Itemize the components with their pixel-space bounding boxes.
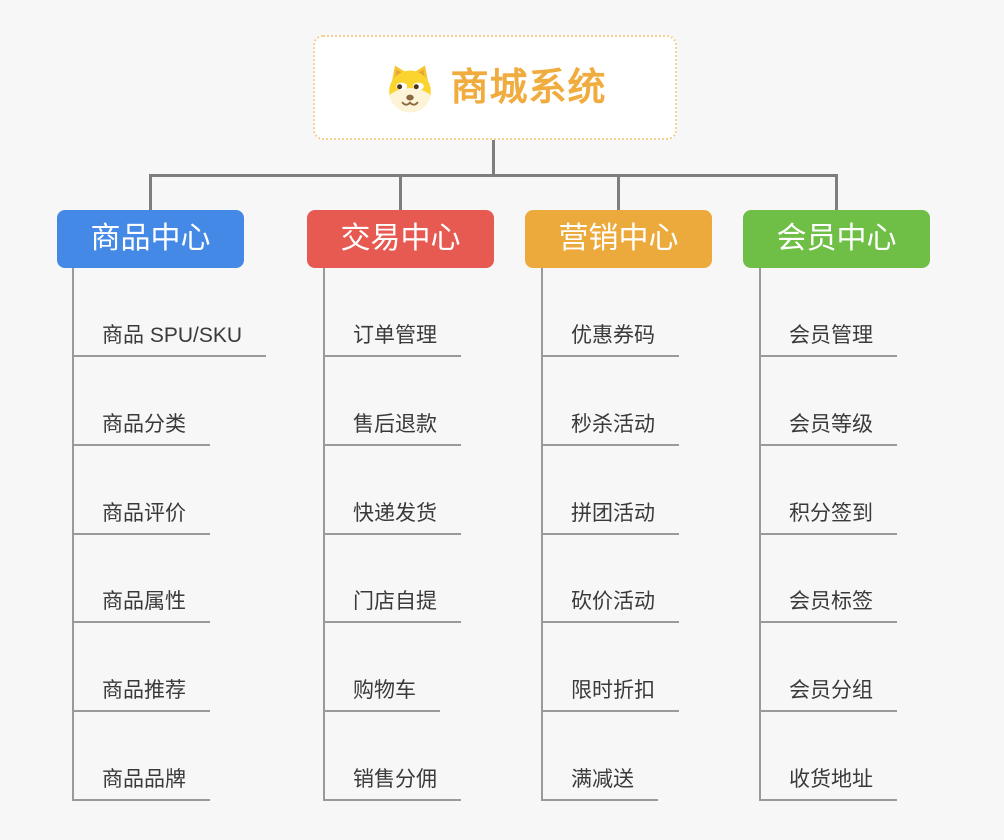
leaf-node[interactable]: 快递发货 [323, 487, 461, 535]
branch-children-trade-center: 订单管理 售后退款 快递发货 门店自提 购物车 销售分佣 [323, 268, 583, 808]
leaf-label: 购物车 [353, 678, 416, 702]
leaf-node[interactable]: 商品分类 [72, 398, 210, 446]
leaf-node[interactable]: 售后退款 [323, 398, 461, 446]
leaf-label: 积分签到 [789, 501, 873, 525]
branch-node-product-center[interactable]: 商品中心 [57, 210, 244, 268]
leaf-label: 收货地址 [789, 767, 873, 791]
connector-line [835, 174, 838, 212]
leaf-label: 会员管理 [789, 323, 873, 347]
branch-children-member-center: 会员管理 会员等级 积分签到 会员标签 会员分组 收货地址 [759, 268, 1004, 808]
branch-label: 交易中心 [340, 222, 461, 255]
leaf-node[interactable]: 砍价活动 [541, 575, 679, 623]
leaf-node[interactable]: 满减送 [541, 753, 658, 801]
dog-face-icon [383, 63, 437, 113]
leaf-label: 秒杀活动 [571, 412, 655, 436]
leaf-label: 商品推荐 [102, 678, 186, 702]
root-label: 商城系统 [450, 66, 607, 109]
connector-line [492, 140, 495, 176]
leaf-node[interactable]: 商品品牌 [72, 753, 210, 801]
leaf-label: 订单管理 [353, 323, 437, 347]
leaf-node[interactable]: 销售分佣 [323, 753, 461, 801]
branch-children-product-center: 商品 SPU/SKU 商品分类 商品评价 商品属性 商品推荐 商品品牌 [72, 268, 332, 808]
leaf-label: 售后退款 [353, 412, 437, 436]
leaf-label: 销售分佣 [353, 767, 437, 791]
branch-label: 商品中心 [90, 222, 211, 255]
leaf-node[interactable]: 秒杀活动 [541, 398, 679, 446]
leaf-node[interactable]: 限时折扣 [541, 664, 679, 712]
leaf-label: 商品 SPU/SKU [102, 323, 243, 347]
connector-line [617, 174, 620, 212]
leaf-node[interactable]: 门店自提 [323, 575, 461, 623]
leaf-label: 门店自提 [353, 589, 437, 613]
leaf-node[interactable]: 会员标签 [759, 575, 897, 623]
leaf-node[interactable]: 会员分组 [759, 664, 897, 712]
leaf-node[interactable]: 收货地址 [759, 753, 897, 801]
branch-node-member-center[interactable]: 会员中心 [743, 210, 930, 268]
branch-label: 营销中心 [558, 222, 679, 255]
root-node[interactable]: 商城系统 [313, 35, 677, 140]
leaf-label: 会员分组 [789, 678, 873, 702]
branch-label: 会员中心 [776, 222, 897, 255]
leaf-label: 限时折扣 [571, 678, 655, 702]
leaf-node[interactable]: 商品属性 [72, 575, 210, 623]
leaf-label: 商品品牌 [102, 767, 186, 791]
leaf-label: 商品评价 [102, 501, 186, 525]
leaf-node[interactable]: 购物车 [323, 664, 440, 712]
leaf-node[interactable]: 会员等级 [759, 398, 897, 446]
branch-node-marketing-center[interactable]: 营销中心 [525, 210, 712, 268]
connector-line [399, 174, 402, 212]
leaf-node[interactable]: 积分签到 [759, 487, 897, 535]
leaf-node[interactable]: 拼团活动 [541, 487, 679, 535]
connector-line [149, 174, 838, 177]
leaf-node[interactable]: 商品评价 [72, 487, 210, 535]
leaf-label: 砍价活动 [571, 589, 655, 613]
leaf-node[interactable]: 会员管理 [759, 309, 897, 357]
leaf-node[interactable]: 商品推荐 [72, 664, 210, 712]
leaf-node[interactable]: 订单管理 [323, 309, 461, 357]
leaf-label: 会员标签 [789, 589, 873, 613]
leaf-node[interactable]: 商品 SPU/SKU [72, 309, 267, 357]
leaf-label: 会员等级 [789, 412, 873, 436]
branch-children-marketing-center: 优惠券码 秒杀活动 拼团活动 砍价活动 限时折扣 满减送 [541, 268, 801, 808]
leaf-label: 优惠券码 [571, 323, 655, 347]
branch-node-trade-center[interactable]: 交易中心 [307, 210, 494, 268]
leaf-label: 商品属性 [102, 589, 186, 613]
leaf-label: 满减送 [571, 767, 634, 791]
leaf-label: 快递发货 [353, 501, 437, 525]
connector-line [149, 174, 152, 212]
leaf-label: 商品分类 [102, 412, 186, 436]
leaf-node[interactable]: 优惠券码 [541, 309, 679, 357]
leaf-label: 拼团活动 [571, 501, 655, 525]
